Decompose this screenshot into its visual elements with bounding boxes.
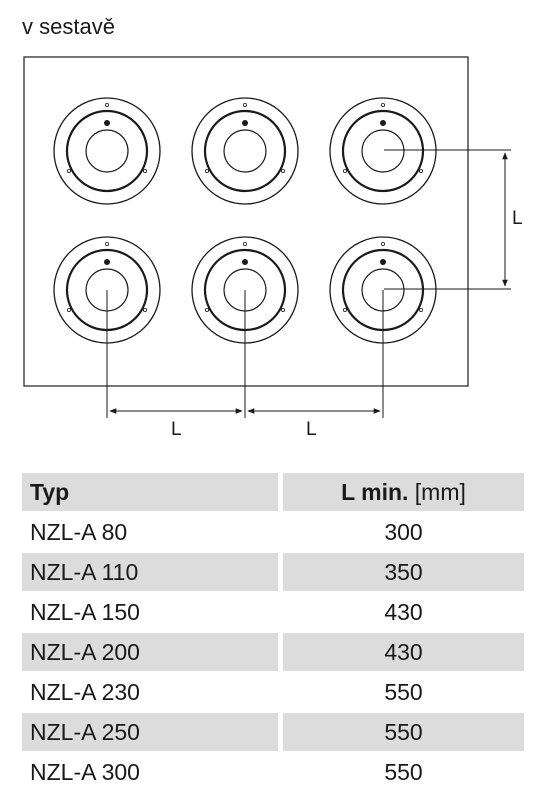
cell-typ: NZL-A 150 [30,598,140,625]
unit-screw-top [105,103,110,108]
unit-screw-right [142,168,147,173]
cell-lmin: 300 [384,518,423,545]
dim-label-vertical: L [512,208,523,229]
cell-typ: NZL-A 300 [30,758,140,785]
unit-outer-ring [191,97,299,205]
unit-screw-right [418,168,423,173]
table-row: NZL-A 80 300 [22,513,524,551]
unit-screw-right [142,307,147,312]
unit-inner-ring [85,129,129,173]
table-row: NZL-A 230 550 [22,673,524,711]
unit-screw-right [418,307,423,312]
unit-inner-ring [361,129,405,173]
cell-lmin: 550 [384,678,423,705]
cell-typ: NZL-A 80 [30,518,128,545]
spec-table: Typ L min. [mm] NZL-A 80 300 NZL-A 110 3… [22,471,524,793]
unit-marker-dot [380,120,386,126]
unit-screw-left [204,307,209,312]
unit-screw-top [242,241,247,246]
unit-screw-left [204,168,209,173]
header-typ: Typ [30,478,70,505]
cell-lmin: 350 [283,553,524,591]
unit-middle-ring [65,109,149,193]
cell-typ: NZL-A 200 [22,633,278,671]
unit-screw-left [342,307,347,312]
unit-screw-top [242,103,247,108]
unit-middle-ring [203,109,287,193]
unit-marker-dot [104,120,110,126]
dim-label-horizontal-1: L [171,419,182,440]
panel-outline [23,56,469,387]
cell-lmin: 430 [384,598,423,625]
unit-screw-top [380,103,385,108]
header-lmin: L min. [341,478,409,505]
unit-screw-left [67,307,72,312]
header-unit: [mm] [414,478,466,505]
unit-screw-left [342,168,347,173]
cell-typ: NZL-A 230 [30,678,140,705]
unit-marker-dot [380,259,386,265]
table-header-row: Typ L min. [mm] [22,473,524,511]
unit-screw-left [67,168,72,173]
unit-screw-top [380,241,385,246]
caption: v sestavě [22,14,115,39]
table-row: NZL-A 200 430 [22,633,524,671]
table-row: NZL-A 250 550 [22,713,524,751]
assembly-diagram: L L L [23,56,523,440]
unit-screw-right [280,168,285,173]
unit-screw-right [280,307,285,312]
dim-label-horizontal-2: L [306,419,317,440]
unit-marker-dot [242,120,248,126]
unit-marker-dot [242,259,248,265]
cell-typ: NZL-A 250 [22,713,278,751]
table-row: NZL-A 150 430 [22,593,524,631]
unit-middle-ring [341,109,425,193]
unit-inner-ring [223,129,267,173]
table-row: NZL-A 300 550 [22,753,524,791]
cell-lmin: 550 [384,758,423,785]
cell-lmin: 550 [283,713,524,751]
cell-lmin: 430 [283,633,524,671]
unit-marker-dot [104,259,110,265]
table-row: NZL-A 110 350 [22,553,524,591]
unit-outer-ring [329,97,437,205]
unit-screw-top [105,241,110,246]
unit-outer-ring [53,97,161,205]
cell-typ: NZL-A 110 [22,553,278,591]
